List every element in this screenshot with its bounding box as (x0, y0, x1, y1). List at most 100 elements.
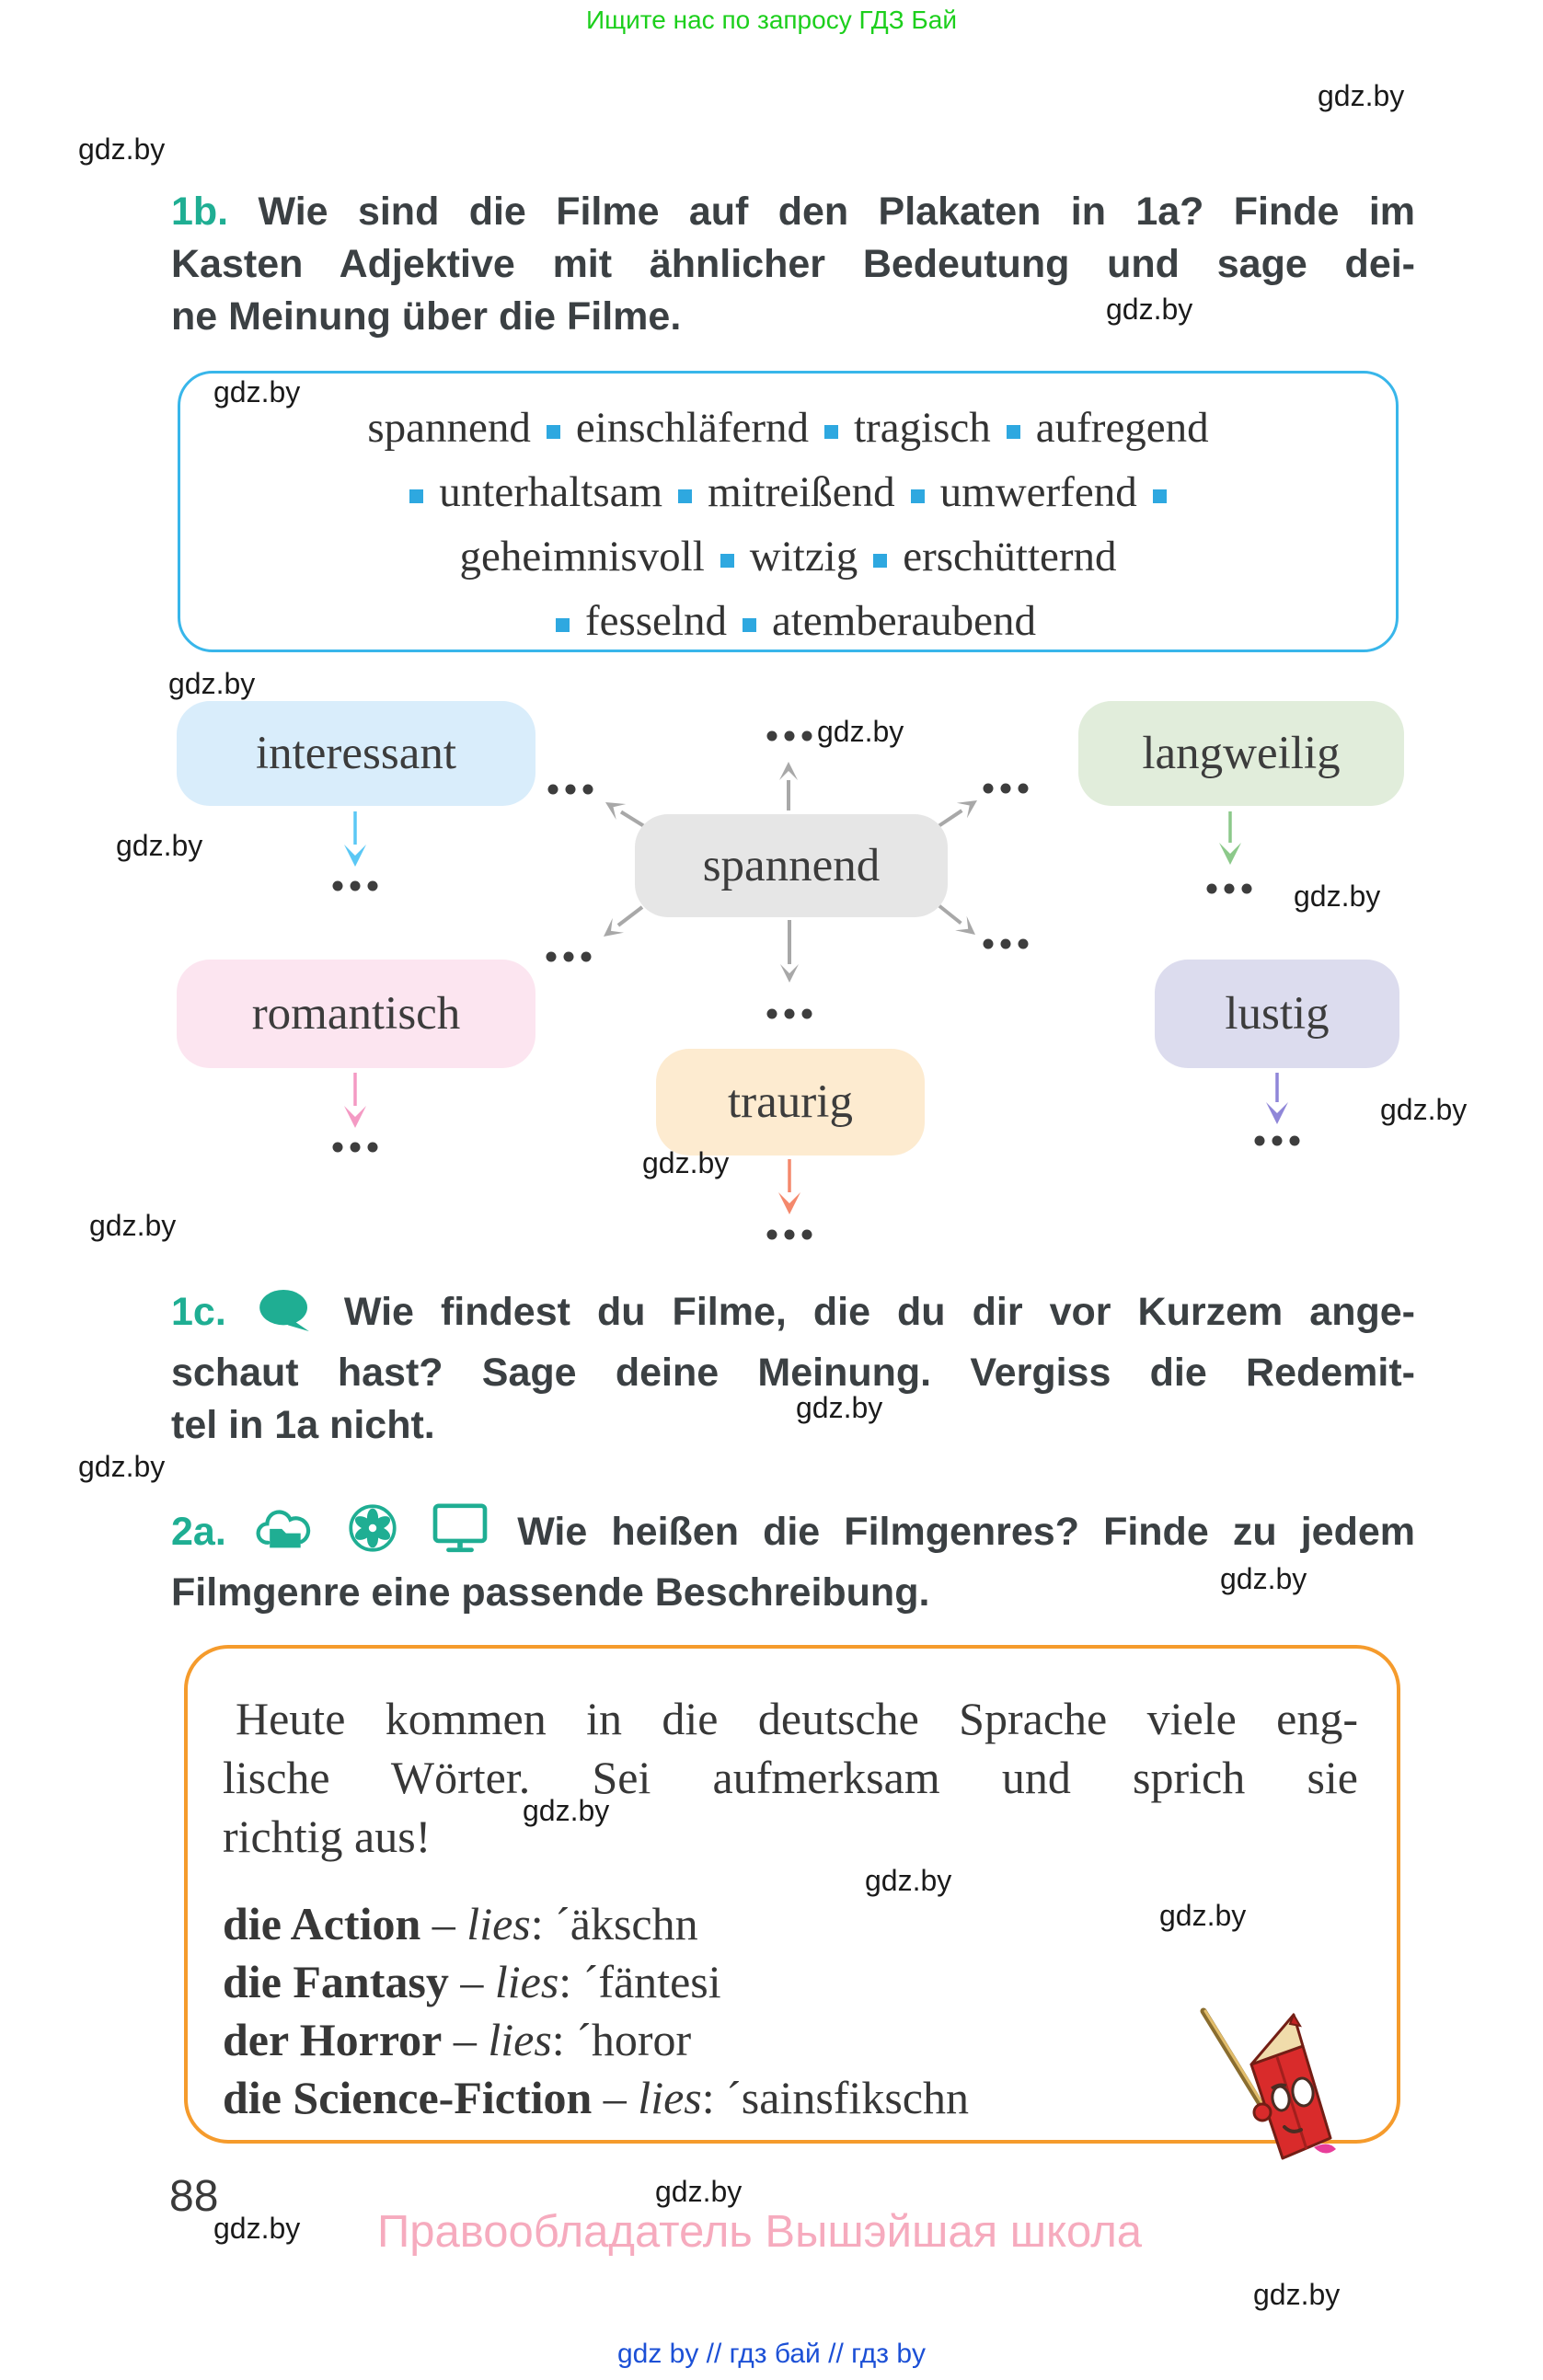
task-line: 2a. Wie heißen die Filmgenres? Finde zu … (171, 1503, 1415, 1567)
adjective-word: atemberaubend (771, 597, 1037, 645)
search-banner-text: Ищите нас по запросу ГДЗ Бай (585, 6, 958, 34)
diagram-node-langweilig: langweilig (1078, 701, 1404, 806)
publisher-note: Правообладатель Вышэйшая школа (377, 2207, 1143, 2257)
hint-paragraph: Heute kommen in die deutsche Sprache vie… (223, 1689, 1358, 1866)
gdz-watermark: gdz.by (116, 829, 203, 862)
ellipsis-dots (766, 1229, 812, 1240)
gdz-watermark: gdz.by (1106, 293, 1193, 326)
genre-term: die Action (223, 1898, 421, 1949)
page-number: 88 (169, 2172, 219, 2221)
gdz-watermark: gdz.by (78, 1450, 166, 1483)
dot (983, 783, 994, 794)
dot (565, 784, 576, 795)
task-line: Kasten Adjektive mit ähnlicher Bedeutung… (171, 242, 1415, 286)
gdz-watermark: gdz.by (1318, 79, 1405, 112)
lies-label: lies (638, 2072, 702, 2123)
footer-links[interactable]: gdz by // гдз бай // гдз by (616, 2339, 927, 2369)
gdz-watermark: gdz.by (1294, 880, 1381, 913)
bullet-square-icon (873, 553, 888, 568)
diagram-node-interessant: interessant (177, 701, 535, 806)
adjective-word: aufregend (1035, 404, 1209, 452)
dot (350, 1142, 361, 1153)
gdz-watermark: gdz.by (655, 2175, 743, 2208)
task-1b: 1b. Wie sind die Filme auf den Plakaten … (171, 186, 1415, 343)
bullet-square-icon (720, 553, 734, 568)
adjective-word: erschütternd (903, 533, 1117, 581)
task-line: tel in 1a nicht. (171, 1403, 435, 1447)
diagram-node-romantisch: romantisch (177, 960, 535, 1068)
bullet-square-icon (824, 424, 838, 439)
adjective-word: tragisch (854, 404, 991, 452)
adjective-word: fesselnd (584, 597, 727, 645)
lies-label: lies (488, 2014, 552, 2065)
bullet-square-icon (546, 424, 560, 439)
ellipsis-dots (766, 730, 812, 742)
dot (1000, 783, 1011, 794)
node-label: romantisch (251, 988, 461, 1040)
bullet-square-icon (1006, 424, 1020, 439)
gdz-watermark: gdz.by (1253, 2278, 1341, 2311)
diagram-node-traurig: traurig (656, 1049, 925, 1156)
dot (350, 880, 361, 891)
ellipsis-dots (766, 1008, 812, 1019)
task-line: 1b. Wie sind die Filme auf den Plakaten … (171, 190, 1415, 234)
ellipsis-dots (983, 783, 1029, 794)
task-2a: 2a. Wie heißen die Filmgenres? Finde zu … (171, 1503, 1415, 1619)
adjective-word: unterhaltsam (439, 468, 663, 516)
dot (1224, 883, 1235, 894)
adjective-word: spannend (367, 404, 531, 452)
dot (801, 1008, 812, 1019)
lies-label: lies (466, 1898, 531, 1949)
dot (582, 784, 593, 795)
task-1c: 1c. Wie findest du Filme, die du dir vor… (171, 1286, 1415, 1452)
gdz-watermark: gdz.by (523, 1794, 610, 1827)
dot (563, 951, 574, 962)
ellipsis-dots (547, 784, 593, 795)
dot (1241, 883, 1252, 894)
bullet-square-icon (555, 617, 570, 632)
dot (766, 730, 777, 742)
gdz-watermark: gdz.by (168, 667, 256, 700)
bullet-square-icon (1152, 489, 1167, 503)
task-number: 1b. (171, 190, 229, 234)
gdz-watermark: gdz.by (642, 1146, 730, 1179)
gdz-watermark: gdz.by (213, 375, 301, 408)
dot (546, 951, 557, 962)
genre-term: der Horror (223, 2014, 443, 2065)
adjective-word: umwerfend (939, 468, 1137, 516)
dot (766, 1229, 777, 1240)
dot (801, 1229, 812, 1240)
gdz-watermark: gdz.by (865, 1864, 952, 1897)
pencil-mascot-illustration (1196, 2004, 1347, 2162)
dot (332, 1142, 343, 1153)
bullet-square-icon (678, 489, 693, 503)
task-line: schaut hast? Sage deine Meinung. Vergiss… (171, 1351, 1415, 1395)
dot (1272, 1135, 1283, 1146)
node-label: interessant (255, 728, 457, 779)
hint-line: richtig aus! (223, 1811, 432, 1862)
dot (1289, 1135, 1300, 1146)
pronunciation-entries: die Action – lies: ´äkschn die Fantasy – … (223, 1895, 1358, 2127)
dot (1254, 1135, 1265, 1146)
pronunciation-entry: die Action – lies: ´äkschn (223, 1898, 698, 1949)
node-label: traurig (728, 1076, 853, 1128)
dot (367, 1142, 378, 1153)
dot (983, 938, 994, 949)
ellipsis-dots (332, 880, 378, 891)
speech-bubble-icon (259, 1289, 312, 1347)
pronunciation-entry: die Fantasy – lies: ´fäntesi (223, 1956, 721, 2007)
pronunciation-entry: der Horror – lies: ´horor (223, 2014, 692, 2065)
gdz-watermark: gdz.by (89, 1209, 177, 1242)
node-label: spannend (702, 840, 881, 891)
gdz-watermark: gdz.by (817, 715, 904, 748)
bullet-square-icon (409, 489, 424, 503)
gdz-watermark: gdz.by (796, 1391, 883, 1424)
ellipsis-dots (1206, 883, 1252, 894)
adjective-word: witzig (749, 533, 858, 581)
ellipsis-dots (332, 1142, 378, 1153)
dot (1018, 783, 1029, 794)
